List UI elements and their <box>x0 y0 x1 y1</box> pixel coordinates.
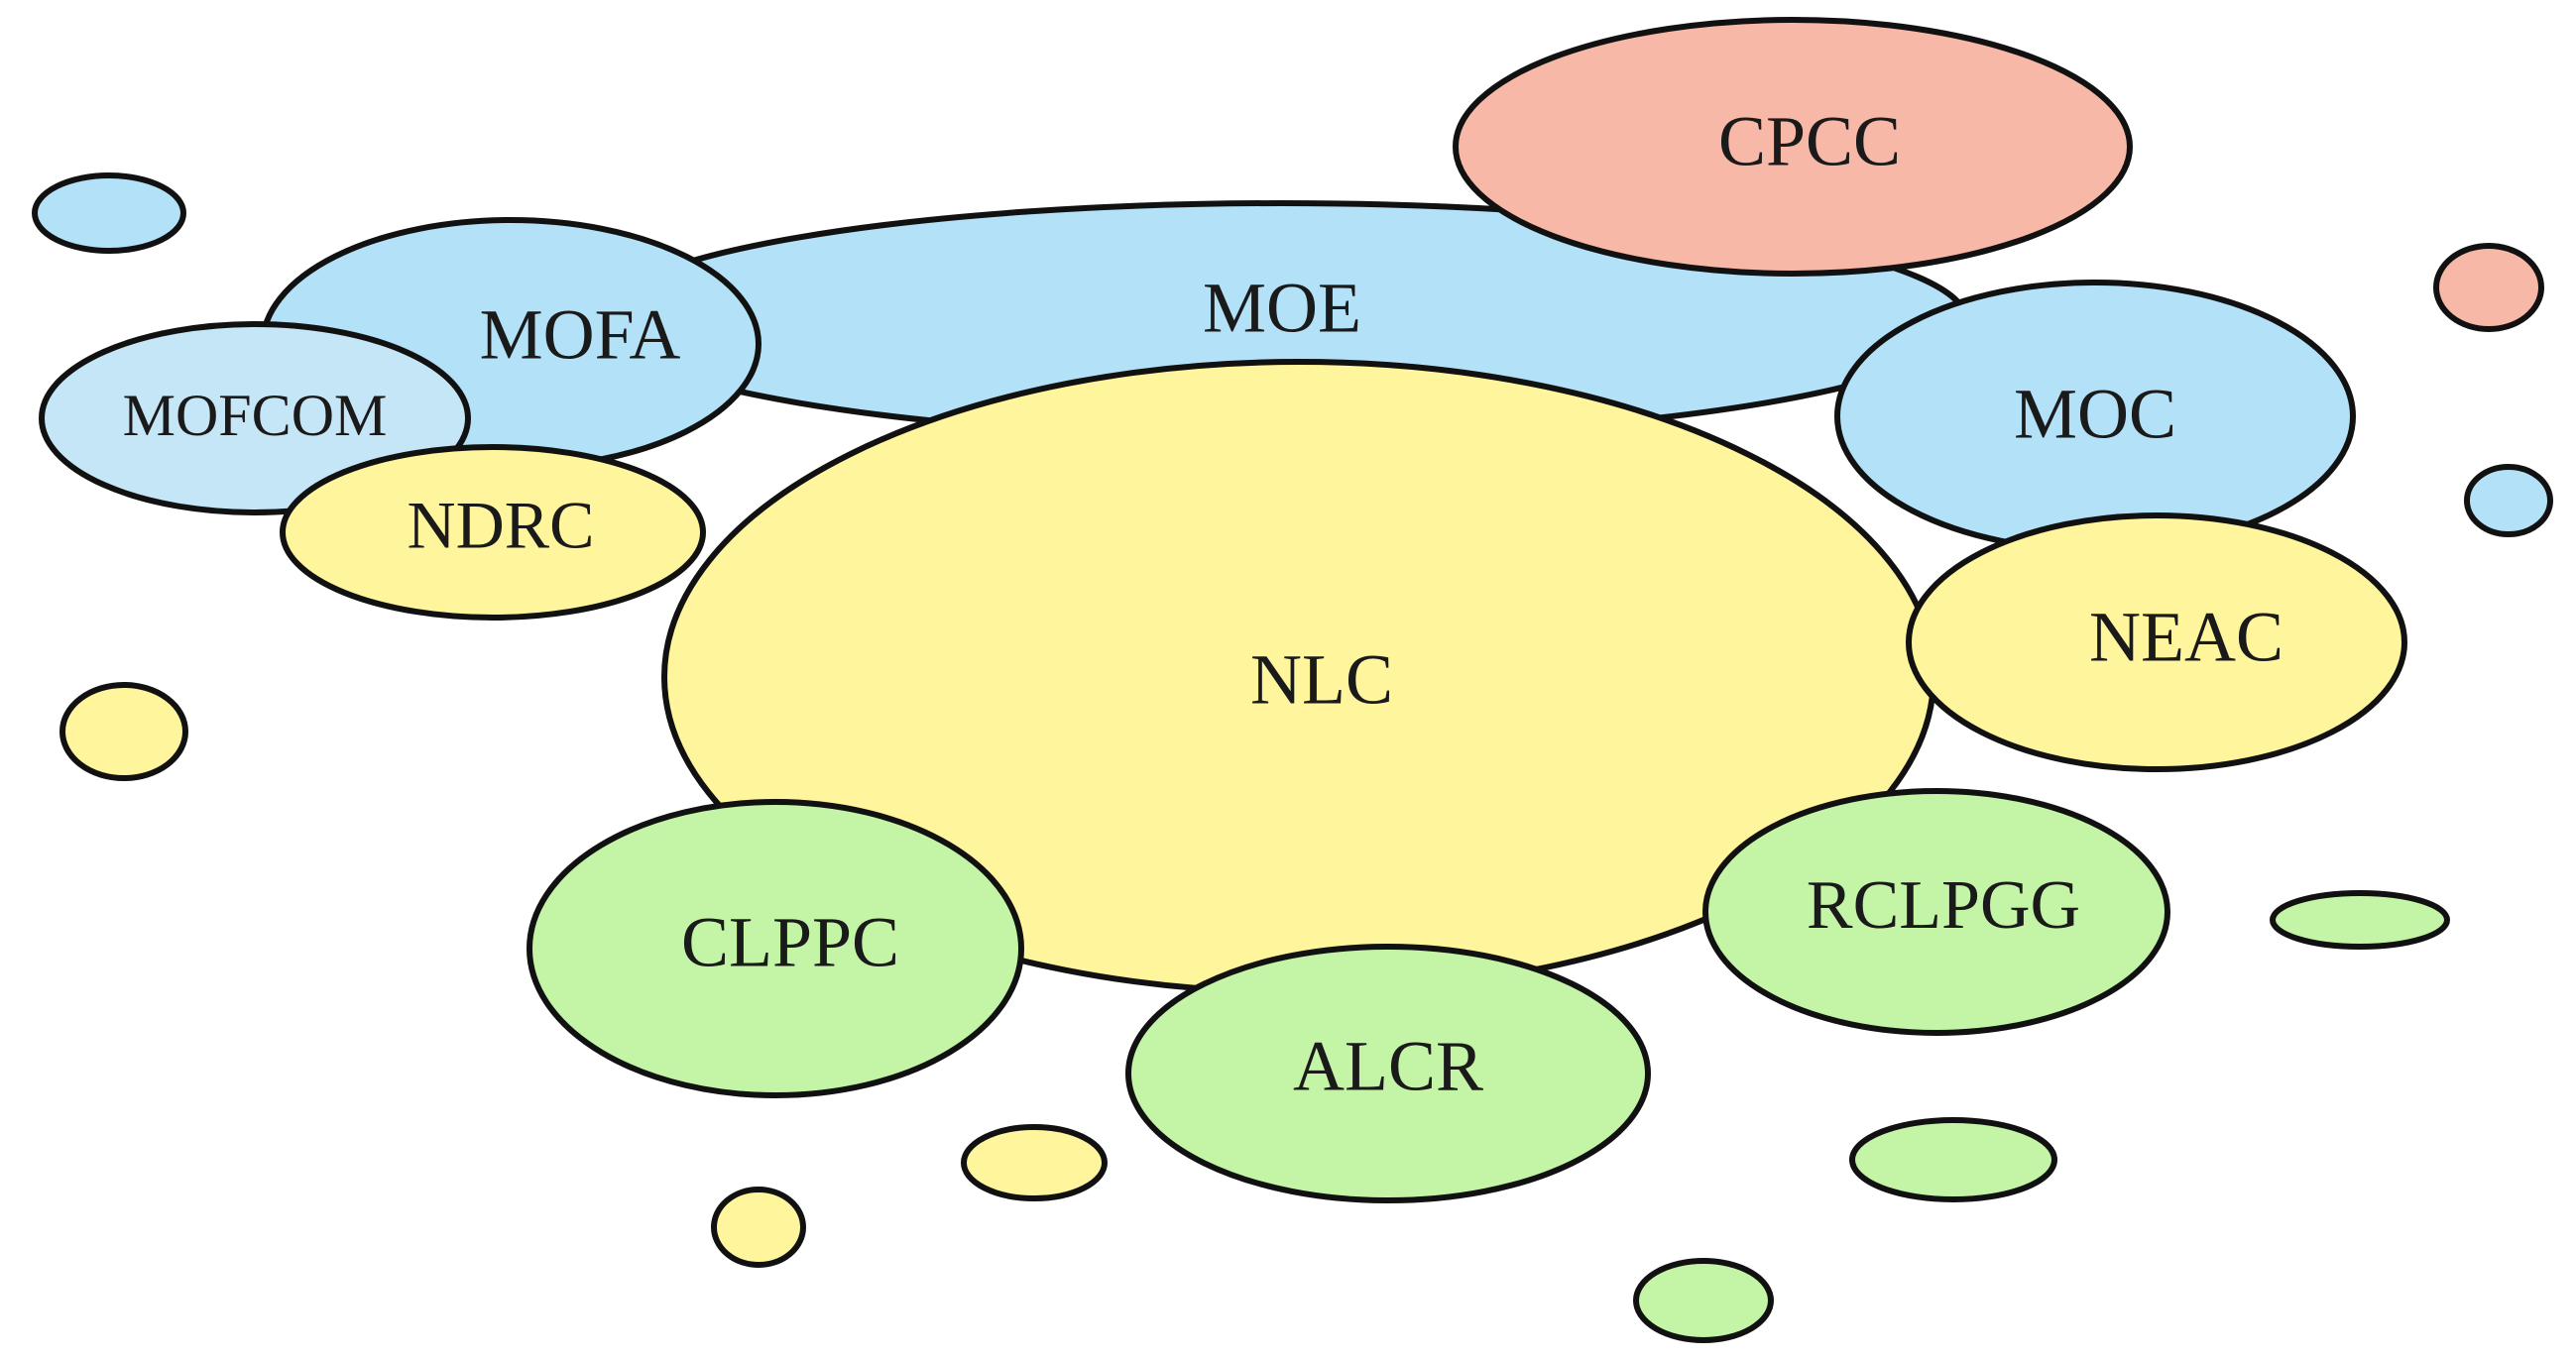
bubble-clppc-shape <box>527 799 1024 1098</box>
bubble-clppc-label: CLPPC <box>681 903 899 982</box>
small-bubble <box>59 682 188 781</box>
small-bubble <box>2464 464 2553 537</box>
small-bubbles <box>32 172 2553 1343</box>
bubble-moc: MOC <box>1834 280 2356 553</box>
bubble-clppc: CLPPC <box>527 799 1024 1098</box>
bubble-cpcc: CPCC <box>1453 17 2133 277</box>
bubble-rclpgg: RCLPGG <box>1702 788 2170 1036</box>
bubble-alcr-label: ALCR <box>1293 1027 1483 1106</box>
bubble-ndrc-shape <box>280 444 706 621</box>
small-bubble <box>1633 1258 1774 1343</box>
bubble-mofa-label: MOFA <box>480 295 681 375</box>
bubble-neac-label: NEAC <box>2089 598 2283 677</box>
bubble-ndrc: NDRC <box>280 444 706 621</box>
bubble-moc-label: MOC <box>2014 375 2176 454</box>
bubble-ndrc-label: NDRC <box>408 488 595 563</box>
bubble-nlc: NLC <box>661 359 1936 995</box>
small-bubble <box>961 1124 1108 1201</box>
bubble-cpcc-shape <box>1453 17 2133 277</box>
small-bubble <box>32 172 186 254</box>
bubble-mofcom-label: MOFCOM <box>123 383 388 448</box>
bubble-neac: NEAC <box>1906 512 2407 772</box>
bubble-alcr: ALCR <box>1125 944 1651 1203</box>
bubble-alcr-shape <box>1125 944 1651 1203</box>
bubble-neac-shape <box>1906 512 2407 772</box>
bubble-cpcc-label: CPCC <box>1718 102 1901 181</box>
small-bubble <box>1849 1117 2057 1202</box>
bubble-nlc-label: NLC <box>1250 640 1393 720</box>
bubble-moe-label: MOE <box>1203 269 1361 348</box>
bubble-rclpgg-shape <box>1702 788 2170 1036</box>
small-bubble <box>711 1187 806 1268</box>
small-bubble <box>2433 243 2544 332</box>
labeled-bubbles: MOE CPCC MOFA MOFCOM NLC NDRC MOC NEAC <box>39 17 2407 1203</box>
bubble-rclpgg-label: RCLPGG <box>1807 867 2080 944</box>
small-bubble <box>2270 890 2450 950</box>
